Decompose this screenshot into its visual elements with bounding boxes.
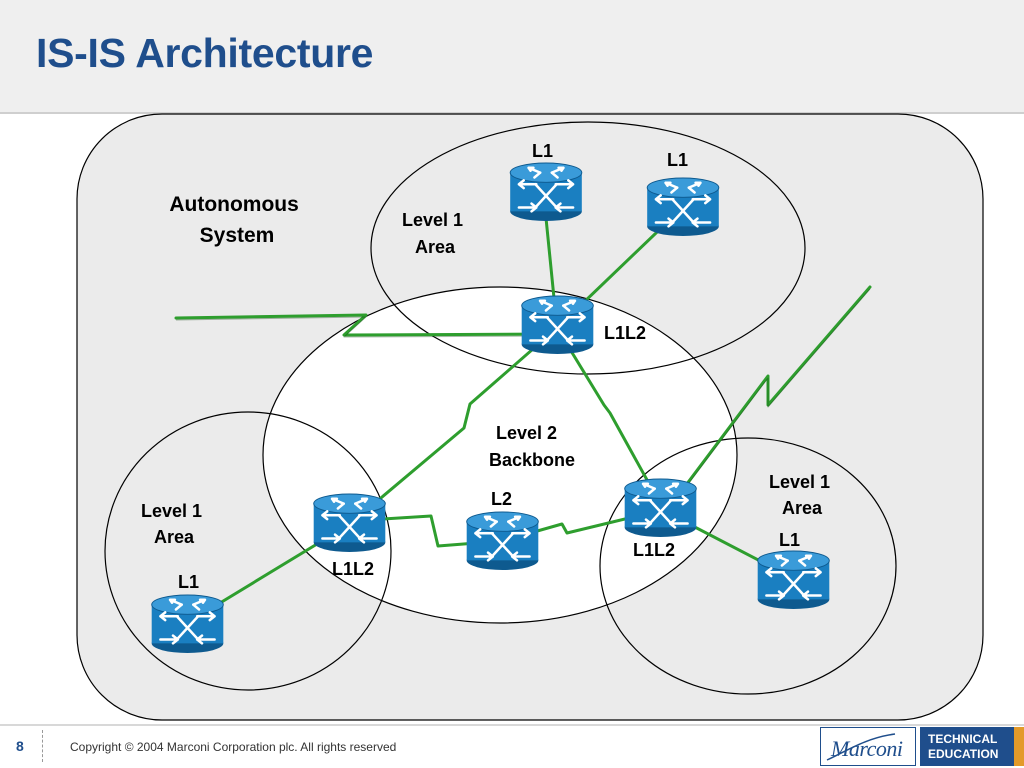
router-label: L1 xyxy=(532,141,553,161)
level1-area-top xyxy=(370,121,806,375)
badge-accent xyxy=(1014,727,1024,766)
link-l1l2-top-right xyxy=(555,326,664,509)
router-label: L1L2 xyxy=(332,559,374,579)
router-icon xyxy=(520,295,595,355)
level1-area-right-label: Level 1 Area xyxy=(769,472,835,518)
technical-education-badge: TECHNICAL EDUCATION xyxy=(920,727,1014,766)
slide-title: IS-IS Architecture xyxy=(36,30,374,76)
router-icon xyxy=(646,177,720,237)
autonomous-system-label: Autonomous System xyxy=(169,193,304,247)
external-link-left xyxy=(174,313,560,337)
router-icon xyxy=(623,478,698,538)
copyright-notice: Copyright © 2004 Marconi Corporation plc… xyxy=(70,740,397,754)
router-icon xyxy=(756,550,831,610)
page-number-divider xyxy=(42,730,43,762)
router-label: L1 xyxy=(667,150,688,170)
router-label: L1L2 xyxy=(604,323,646,343)
router-label: L1 xyxy=(178,572,199,592)
router-icon xyxy=(150,594,225,654)
level2-backbone-label: Level 2 Backbone xyxy=(489,423,575,470)
level1-area-right xyxy=(599,437,897,695)
link-l1l2-top-left xyxy=(348,326,559,526)
page-number: 8 xyxy=(16,738,24,754)
router-label: L2 xyxy=(491,489,512,509)
logo-swoosh-icon xyxy=(826,733,896,761)
external-link-right xyxy=(660,285,872,519)
footer-divider xyxy=(0,724,1024,726)
badge-line-2: EDUCATION xyxy=(928,747,999,761)
header-divider xyxy=(0,112,1024,114)
router-label: L1L2 xyxy=(633,540,675,560)
badge-line-1: TECHNICAL xyxy=(928,732,998,746)
level1-area-left xyxy=(104,411,392,691)
router-label: L1 xyxy=(779,530,800,550)
router-icon xyxy=(509,162,583,222)
header-band xyxy=(0,0,1024,112)
router-icon xyxy=(465,511,540,571)
logo-wordmark: Marconi xyxy=(831,736,903,761)
marconi-logo: Marconi xyxy=(820,727,916,766)
level1-area-left-label: Level 1 Area xyxy=(141,501,207,547)
router-icon xyxy=(312,493,387,553)
level1-area-top-label: Level 1 Area xyxy=(402,210,468,257)
